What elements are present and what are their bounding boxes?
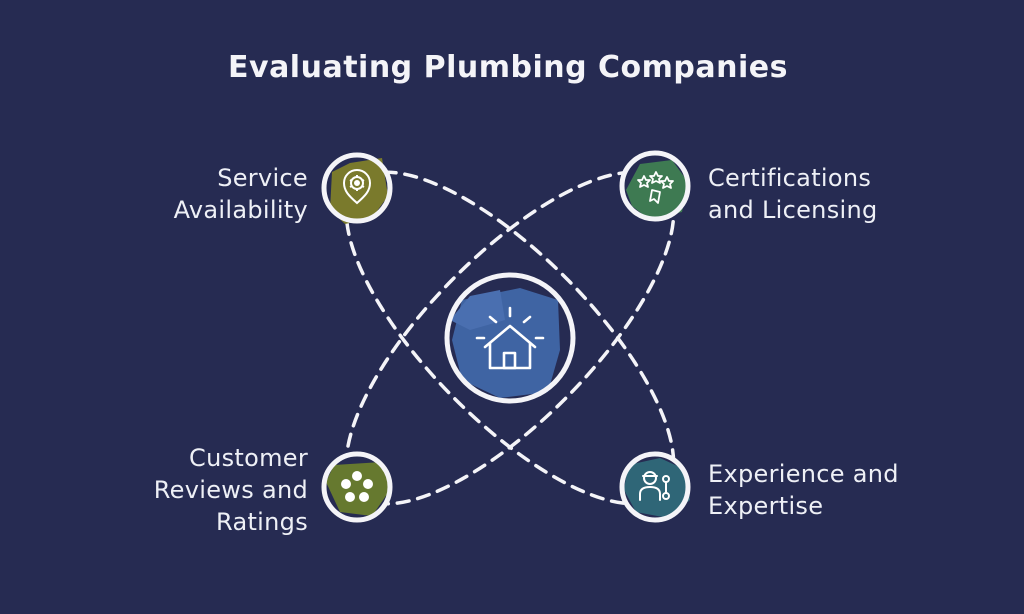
plumber-wrench-icon bbox=[639, 471, 670, 501]
label-experience-expertise: Experience and Expertise bbox=[708, 458, 899, 522]
label-service-availability: Service Availability bbox=[174, 162, 308, 226]
label-line: Customer bbox=[189, 444, 308, 472]
label-line: Ratings bbox=[216, 508, 308, 536]
node-experience-expertise bbox=[619, 451, 691, 523]
label-line: Service bbox=[217, 164, 308, 192]
node-certifications-licensing bbox=[619, 150, 691, 222]
label-certifications-licensing: Certifications and Licensing bbox=[708, 162, 878, 226]
label-line: Reviews and bbox=[153, 476, 308, 504]
node-customer-reviews-ratings bbox=[321, 451, 393, 523]
location-gear-icon bbox=[342, 169, 372, 205]
diagram-title: Evaluating Plumbing Companies bbox=[228, 50, 788, 85]
label-line: and Licensing bbox=[708, 196, 878, 224]
five-stars-icon bbox=[341, 471, 373, 502]
node-service-availability bbox=[321, 152, 393, 224]
label-line: Availability bbox=[173, 196, 308, 224]
house-icon bbox=[475, 306, 545, 370]
label-line: Certifications bbox=[708, 164, 872, 192]
label-line: Experience and bbox=[708, 460, 899, 488]
label-customer-reviews-ratings: Customer Reviews and Ratings bbox=[154, 442, 308, 538]
label-line: Expertise bbox=[708, 492, 824, 520]
stars-ribbon-icon bbox=[637, 171, 674, 204]
center-node bbox=[444, 272, 576, 404]
